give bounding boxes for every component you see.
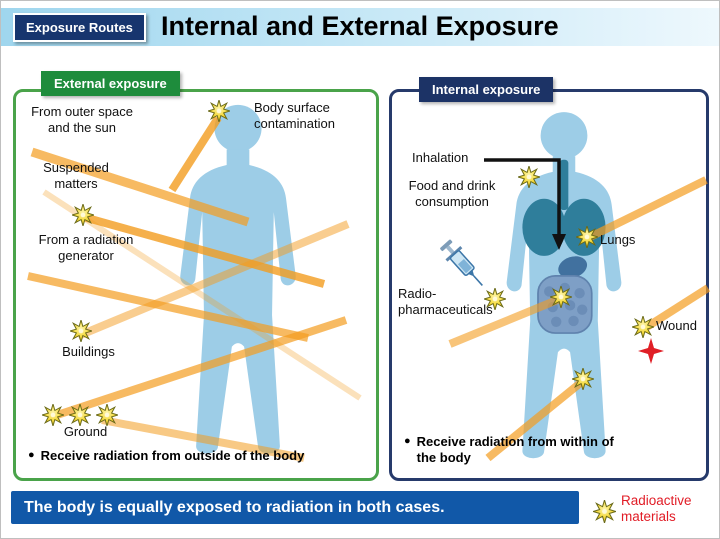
label-generator: From a radiation generator bbox=[38, 232, 134, 263]
radioactive-legend-icon bbox=[593, 500, 616, 523]
radioactive-icon bbox=[70, 320, 92, 342]
internal-panel-header: Internal exposure bbox=[419, 77, 554, 102]
label-ground: Ground bbox=[63, 424, 108, 439]
radioactive-icon bbox=[518, 166, 540, 188]
label-lungs: Lungs bbox=[600, 232, 636, 247]
radioactive-icon bbox=[576, 226, 598, 248]
wound-star-icon bbox=[638, 338, 664, 364]
internal-bullet-text: Receive radiation from within of the bod… bbox=[416, 434, 614, 466]
radioactive-icon bbox=[572, 368, 594, 390]
external-exposure-panel: From outer space and the sun Suspended m… bbox=[13, 89, 379, 481]
external-bullet-text: Receive radiation from outside of the bo… bbox=[40, 448, 305, 463]
radioactive-icon bbox=[72, 204, 94, 226]
label-body-surface: Body surface contamination bbox=[254, 100, 335, 131]
radioactive-icon bbox=[42, 404, 64, 426]
label-food-drink: Food and drink consumption bbox=[408, 178, 496, 209]
label-inhalation: Inhalation bbox=[412, 150, 469, 165]
internal-bullet: ● Receive radiation from within of the b… bbox=[404, 434, 694, 467]
bullet-icon: ● bbox=[404, 435, 411, 447]
bullet-icon: ● bbox=[28, 449, 35, 461]
internal-exposure-panel: Inhalation Food and drink consumption Ra… bbox=[389, 89, 711, 481]
syringe-icon bbox=[440, 239, 483, 286]
external-body-silhouette bbox=[180, 104, 296, 454]
label-suspended: Suspended matters bbox=[43, 160, 109, 191]
radioactive-icon bbox=[208, 100, 230, 122]
radioactive-icon bbox=[96, 404, 118, 426]
label-radiopharma: Radio- pharmaceuticals bbox=[398, 286, 493, 317]
label-outer-space: From outer space and the sun bbox=[31, 104, 133, 135]
label-wound: Wound bbox=[656, 318, 697, 333]
label-buildings: Buildings bbox=[62, 344, 115, 359]
radioactive-icon bbox=[550, 286, 572, 308]
radioactive-icon bbox=[632, 316, 654, 338]
legend-label: Radioactive materials bbox=[621, 493, 692, 524]
external-panel-header: External exposure bbox=[41, 71, 180, 96]
radioactive-icon bbox=[69, 404, 91, 426]
external-bullet: ● Receive radiation from outside of the … bbox=[28, 448, 373, 464]
page-title: Internal and External Exposure bbox=[161, 11, 559, 41]
exposure-routes-badge: Exposure Routes bbox=[13, 13, 146, 42]
conclusion-banner: The body is equally exposed to radiation… bbox=[11, 491, 579, 524]
